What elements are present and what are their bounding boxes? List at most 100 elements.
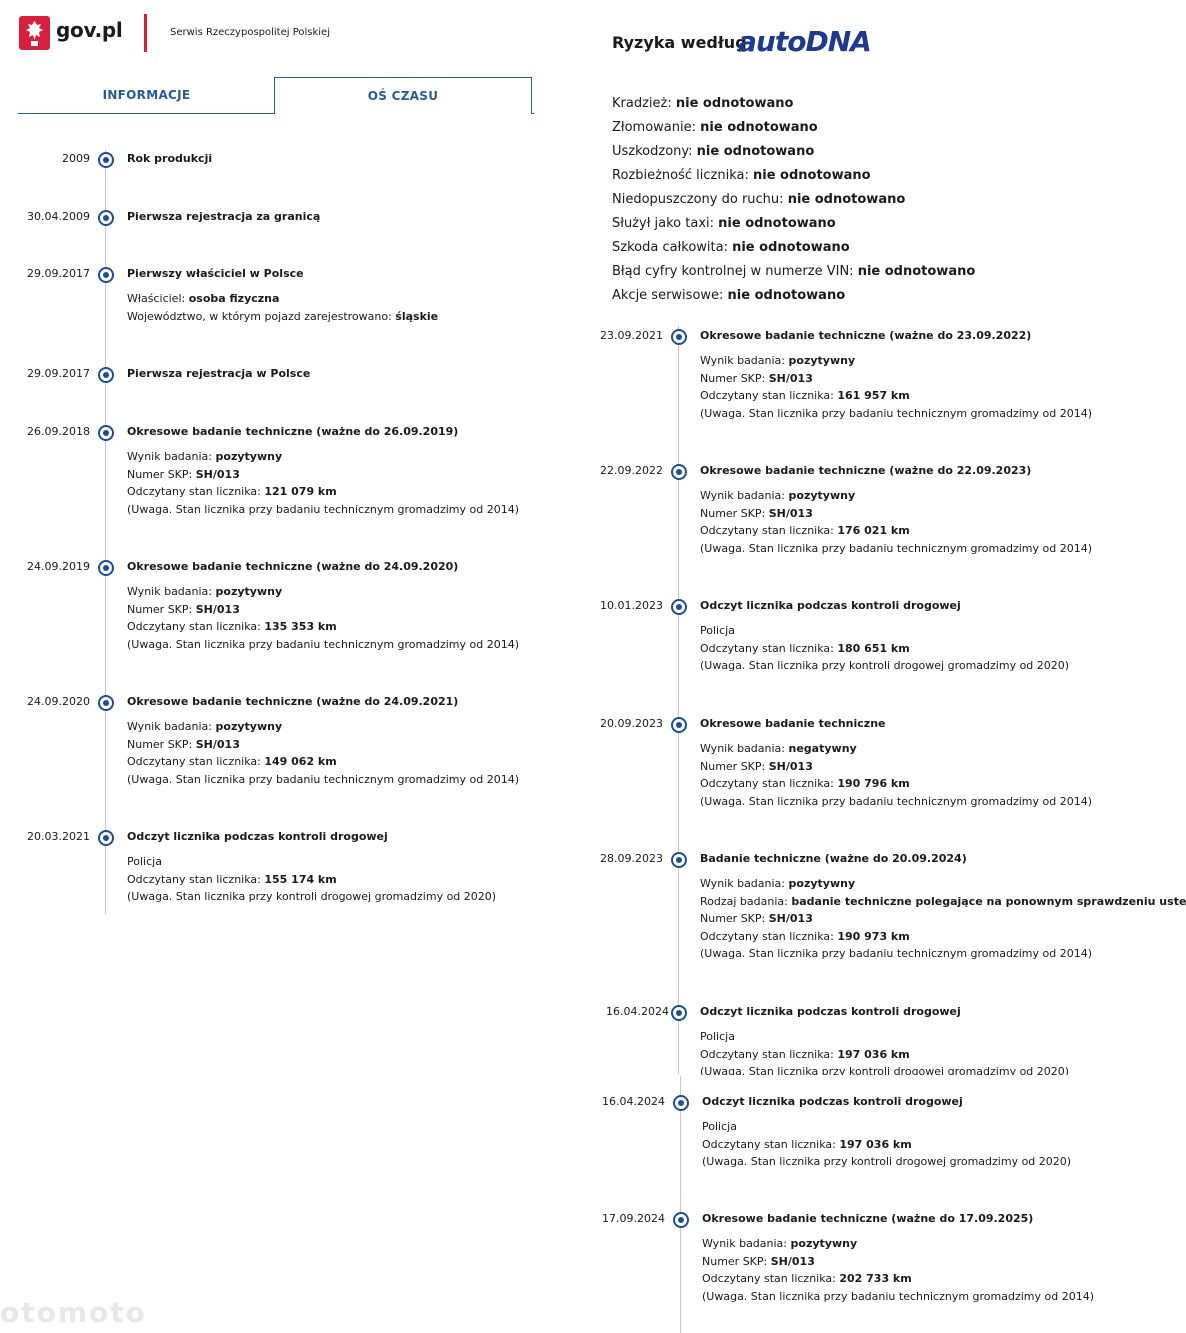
timeline-title: Badanie techniczne (ważne do 20.09.2024) [700,852,967,865]
detail-label: Numer SKP: [127,737,196,751]
timeline-date: 20.03.2021 [27,830,90,843]
detail-label: Wynik badania: [127,450,216,463]
detail-label: Policja [700,624,735,637]
tab-informacje[interactable]: INFORMACJE [18,77,275,114]
tab-os-czasu[interactable]: OŚ CZASU [274,77,532,114]
detail-value: SH/013 [768,371,813,385]
timeline-dot [98,210,114,226]
timeline-date: 24.09.2019 [27,560,90,573]
detail-label: Wynik badania: [700,877,789,890]
timeline-dot [98,560,114,576]
timeline-detail: Odczytany stan licznika: 161 957 km [700,389,910,402]
detail-label: Wynik badania: [700,489,789,502]
detail-value: SH/013 [770,1254,815,1268]
timeline-dot [98,425,114,441]
timeline-date: 24.09.2020 [27,695,90,708]
detail-label: Odczytany stan licznika: [127,485,265,498]
risk-label: Złomowanie: [612,120,701,135]
timeline-date: 16.04.2024 [606,1005,669,1018]
timeline-date: 20.09.2023 [600,717,663,730]
risk-value: nie odnotowano [675,96,794,111]
detail-value: 121 079 km [264,485,337,498]
detail-label: Numer SKP: [702,1254,771,1268]
timeline-line [678,326,679,990]
timeline-date: 29.09.2017 [27,367,90,380]
risk-value: nie odnotowano [752,168,871,183]
detail-label: Odczytany stan licznika: [700,777,838,790]
detail-label: Odczytany stan licznika: [700,389,838,402]
right-timeline-clipped-entry: 16.04.2024 Odczyt licznika podczas kontro… [560,990,1186,1075]
risk-value: nie odnotowano [718,216,836,231]
detail-value: SH/013 [195,737,240,751]
detail-label: (Uwaga. Stan licznika przy kontroli drog… [127,890,497,903]
timeline-title: Rok produkcji [127,152,213,165]
detail-label: (Uwaga. Stan licznika przy badaniu techn… [702,1289,1095,1303]
risk-item: Złomowanie: nie odnotowano [612,120,818,135]
risk-value: nie odnotowano [857,264,976,279]
timeline-date: 22.09.2022 [600,464,663,477]
detail-value: badanie techniczne polegające na ponowny… [791,894,1186,908]
timeline-detail: (Uwaga. Stan licznika przy kontroli drog… [127,890,496,903]
timeline-detail: Wynik badania: pozytywny [127,720,282,733]
detail-label: Wynik badania: [127,720,216,733]
detail-label: Odczytany stan licznika: [700,929,838,943]
timeline-dot [98,152,114,168]
timeline-dot [98,267,114,283]
timeline-title: Okresowe badanie techniczne [700,717,886,730]
detail-label: Policja [700,1030,735,1043]
timeline-detail: Odczytany stan licznika: 197 036 km [702,1138,912,1151]
timeline-title: Odczyt licznika podczas kontroli drogowe… [127,830,388,843]
header-divider [144,14,147,52]
timeline-detail: (Uwaga. Stan licznika przy kontroli drog… [702,1155,1071,1168]
timeline-detail: Odczytany stan licznika: 197 036 km [700,1048,910,1061]
detail-label: (Uwaga. Stan licznika przy badaniu techn… [700,794,1093,808]
timeline-detail: Wynik badania: pozytywny [127,585,282,598]
timeline-title: Okresowe badanie techniczne (ważne do 23… [700,329,1032,342]
risk-item: Uszkodzony: nie odnotowano [612,144,814,159]
detail-label: Odczytany stan licznika: [127,755,265,768]
detail-label: (Uwaga. Stan licznika przy badaniu techn… [700,406,1093,420]
risk-label: Akcje serwisowe: [612,288,728,303]
timeline-dot [671,1005,687,1021]
timeline-detail: (Uwaga. Stan licznika przy badaniu techn… [700,795,1092,808]
timeline-date: 28.09.2023 [600,852,663,865]
timeline-date: 29.09.2017 [27,267,90,280]
timeline-date: 30.04.2009 [27,210,90,223]
timeline-title: Odczyt licznika podczas kontroli drogowe… [702,1095,963,1108]
detail-value: 180 651 km [837,641,910,655]
timeline-title: Odczyt licznika podczas kontroli drogowe… [700,1005,961,1018]
detail-label: (Uwaga. Stan licznika przy badaniu techn… [700,947,1093,960]
detail-value: 190 796 km [837,777,910,790]
timeline-detail: (Uwaga. Stan licznika przy badaniu techn… [700,947,1092,960]
timeline-detail: Wynik badania: negatywny [700,742,857,755]
risk-label: Kradzież: [612,96,676,111]
tab-underline [531,113,534,114]
watermark: otomoto [0,1296,147,1329]
detail-value: pozytywny [788,489,856,502]
detail-label: Wynik badania: [127,585,216,598]
timeline-detail: (Uwaga. Stan licznika przy badaniu techn… [700,542,1092,555]
detail-label: (Uwaga. Stan licznika przy badaniu techn… [127,772,520,786]
timeline-title: Pierwszy właściciel w Polsce [127,267,304,280]
timeline-line [678,990,679,1075]
detail-value: negatywny [788,742,857,755]
detail-label: Numer SKP: [700,912,769,925]
risk-item: Rozbieżność licznika: nie odnotowano [612,168,871,183]
risk-value: nie odnotowano [732,240,850,255]
autodna-logo: autoDNA [738,25,872,58]
timeline-detail: Właściciel: osoba fizyczna [127,292,279,305]
timeline-detail: Policja [700,624,735,637]
timeline-detail: (Uwaga. Stan licznika przy kontroli drog… [700,1065,1069,1075]
timeline-detail: Wynik badania: pozytywny [700,354,855,367]
detail-label: (Uwaga. Stan licznika przy badaniu techn… [127,502,520,516]
detail-label: Odczytany stan licznika: [700,1047,838,1061]
timeline-detail: Policja [127,855,162,868]
detail-value: SH/013 [768,912,813,925]
timeline-detail: Numer SKP: SH/013 [127,468,240,481]
gov-pl-logo[interactable]: gov.pl [56,18,123,42]
timeline-date: 17.09.2024 [602,1212,665,1225]
risk-value: nie odnotowano [727,288,846,303]
detail-value: SH/013 [768,506,813,520]
timeline-dot [98,695,114,711]
timeline-date: 23.09.2021 [600,329,663,342]
